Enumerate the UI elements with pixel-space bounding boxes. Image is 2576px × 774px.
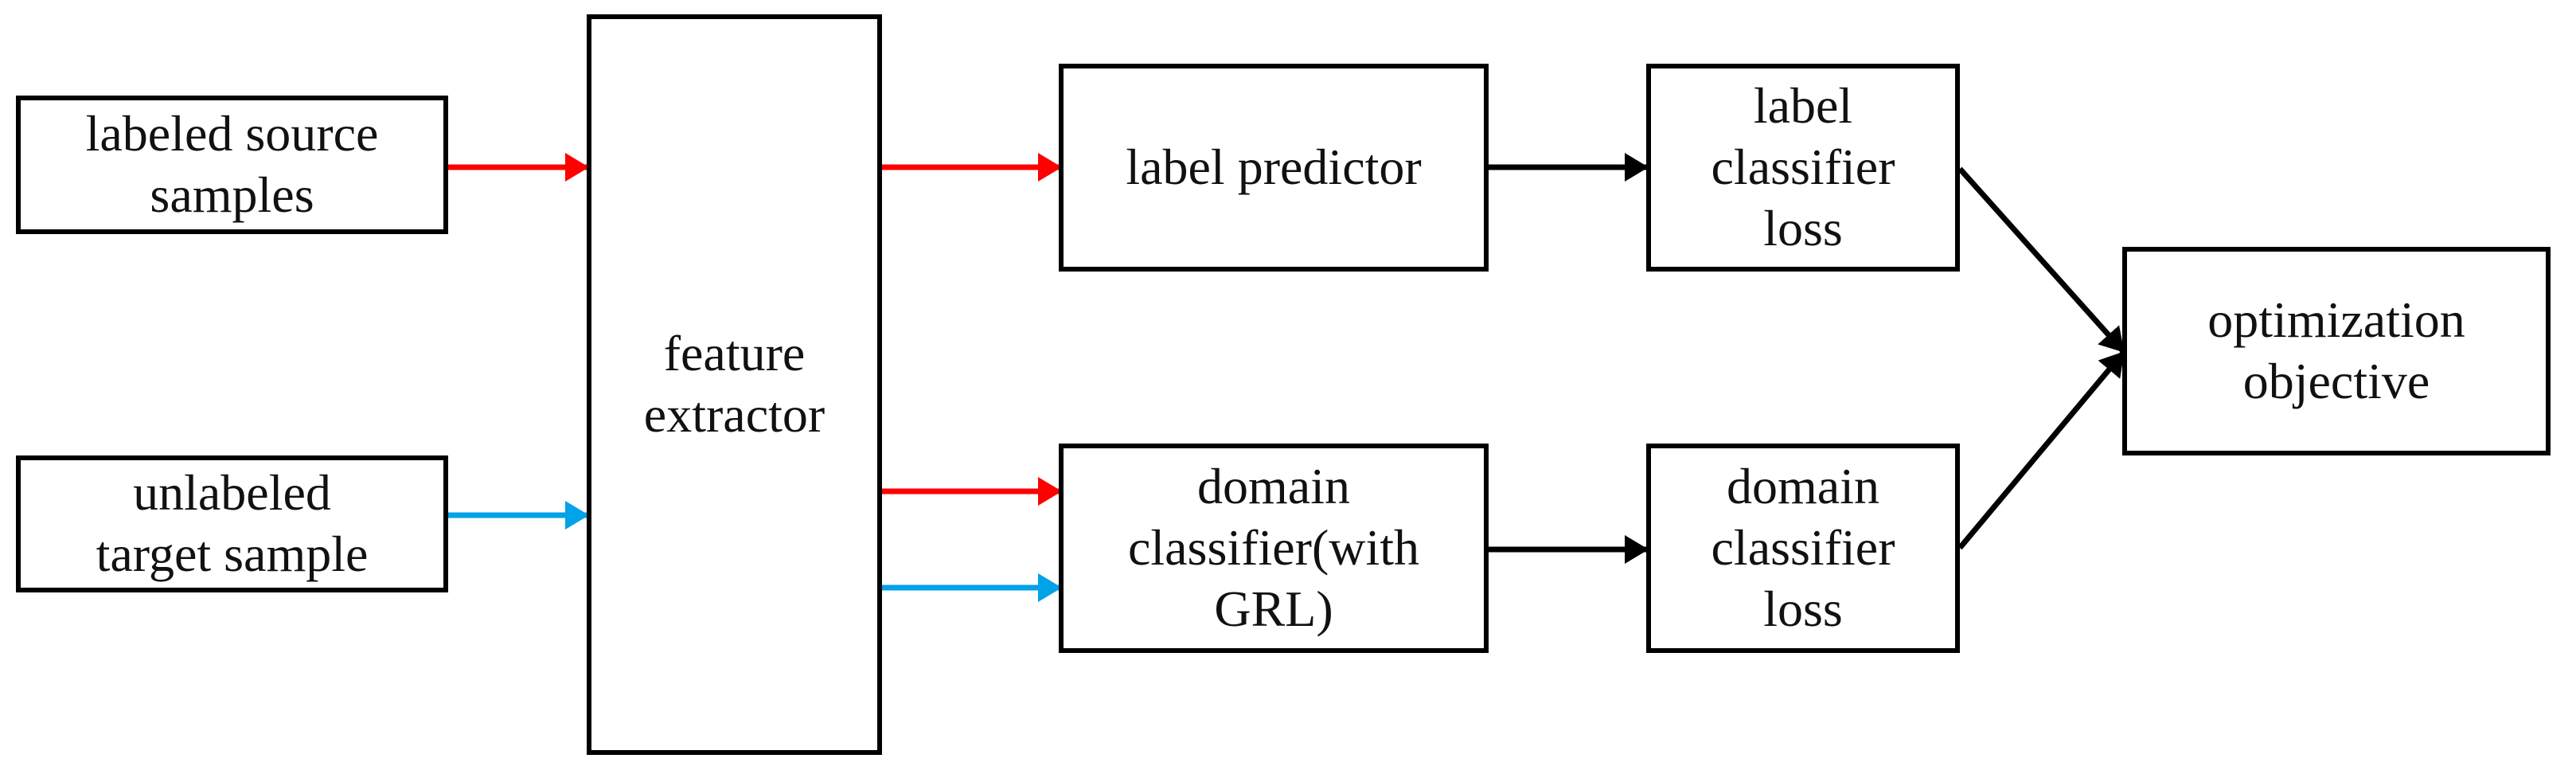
feature-extractor-node: feature extractor	[587, 14, 882, 755]
label-line: unlabeled	[133, 464, 331, 522]
unlabeled-target-sample-node: unlabeled target sample	[16, 455, 448, 592]
label-predictor-node: label predictor	[1059, 64, 1489, 272]
arrow-domain-loss-to-objective	[1957, 350, 2126, 550]
label-line: label	[1753, 77, 1853, 135]
labeled-source-samples-label: labeled source samples	[86, 104, 379, 226]
unlabeled-target-sample-label: unlabeled target sample	[96, 463, 369, 585]
label-predictor-label: label predictor	[1126, 137, 1421, 198]
label-line: GRL)	[1214, 580, 1333, 637]
label-line: classifier	[1711, 519, 1895, 577]
label-line: label predictor	[1126, 139, 1422, 196]
domain-classifier-node: domain classifier(with GRL)	[1059, 444, 1489, 653]
label-line: classifier(with	[1127, 519, 1420, 577]
domain-classifier-label: domain classifier(with GRL)	[1128, 456, 1419, 639]
label-line: classifier	[1711, 139, 1895, 196]
label-line: optimization	[2207, 291, 2465, 349]
label-line: feature	[663, 325, 806, 382]
label-line: samples	[150, 166, 314, 223]
domain-classifier-loss-label: domain classifier loss	[1711, 456, 1895, 639]
label-classifier-loss-label: label classifier loss	[1711, 76, 1895, 259]
optimization-objective-node: optimization objective	[2122, 247, 2551, 455]
label-line: loss	[1763, 580, 1843, 637]
label-line: target sample	[96, 526, 369, 582]
optimization-objective-label: optimization objective	[2207, 290, 2465, 412]
label-line: loss	[1763, 199, 1843, 256]
label-line: domain	[1197, 458, 1350, 515]
label-line: extractor	[643, 386, 825, 443]
label-line: objective	[2242, 353, 2430, 409]
label-classifier-loss-node: label classifier loss	[1646, 64, 1960, 272]
feature-extractor-label: feature extractor	[644, 323, 825, 446]
labeled-source-samples-node: labeled source samples	[16, 96, 448, 234]
domain-classifier-loss-node: domain classifier loss	[1646, 444, 1960, 653]
arrow-label-loss-to-objective	[1957, 166, 2126, 354]
label-line: labeled source	[85, 105, 379, 162]
label-line: domain	[1727, 458, 1879, 515]
